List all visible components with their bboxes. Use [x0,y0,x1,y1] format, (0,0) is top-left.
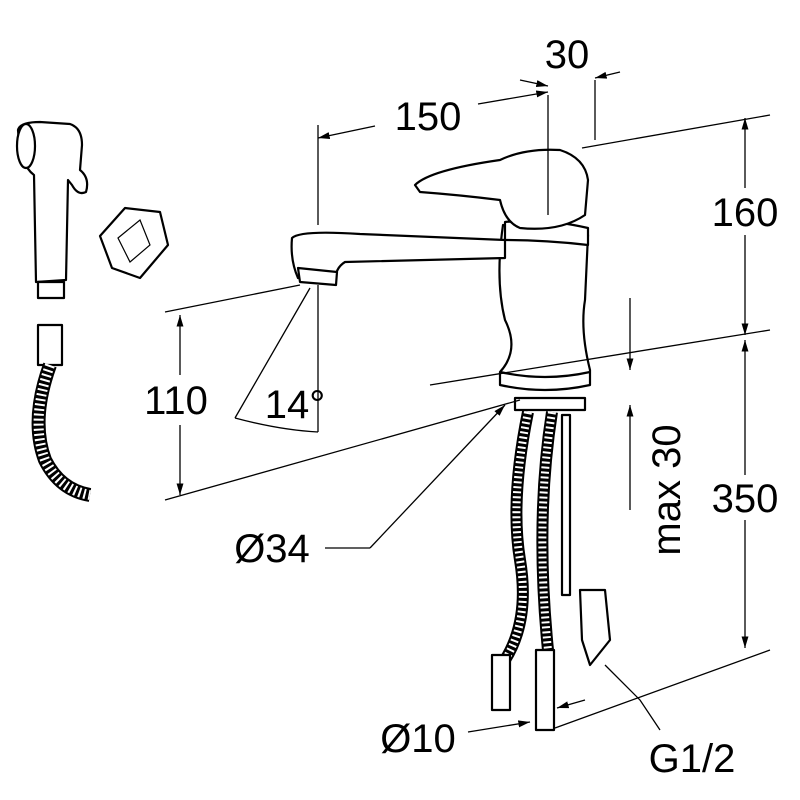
dim-base-diameter: Ø34 [234,527,310,571]
faucet-body [290,148,592,392]
dim-thread: G1/2 [649,737,736,781]
dim-lever-offset: 30 [545,33,590,77]
dim-spout-angle: 14° [265,383,326,427]
dim-spout-reach: 150 [395,95,462,139]
dim-hose-length: 350 [712,477,779,521]
base-fixings [513,396,587,412]
supply-hoses [490,410,612,732]
dim-spout-height: 110 [144,379,208,423]
shower-hose [31,323,92,502]
dim-hose-diameter: Ø10 [380,717,456,761]
shower-holder [98,206,170,280]
dimension-lines [164,71,771,733]
dim-max-thickness: max 30 [645,424,689,555]
hand-shower [15,120,89,300]
dim-height-above: 160 [712,191,779,235]
